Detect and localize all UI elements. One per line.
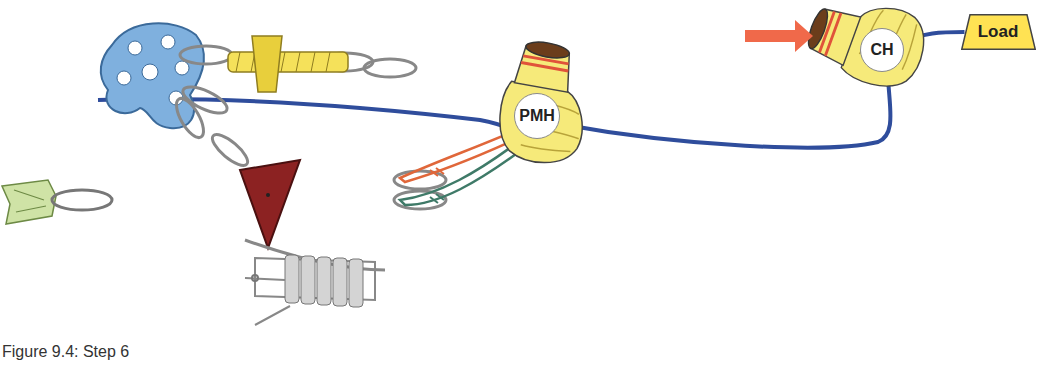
hand-circle: CH <box>860 28 904 72</box>
hand-label: Load <box>978 22 1019 42</box>
figure-caption: Figure 9.4: Step 6 <box>2 343 129 361</box>
hand-circle: PMH <box>514 93 560 139</box>
load-block: Load <box>961 14 1036 50</box>
hand-label: PMH <box>519 107 555 125</box>
hand-label: CH <box>870 41 893 59</box>
rope-line <box>560 72 891 148</box>
